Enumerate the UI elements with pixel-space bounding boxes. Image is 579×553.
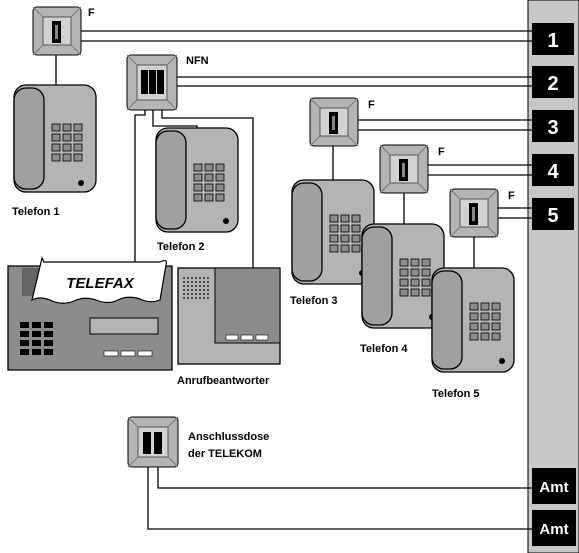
port-3: 3 [532, 110, 574, 142]
amt-label-1: Amt [539, 479, 568, 496]
amt-port-2: Amt [532, 510, 576, 546]
port-4: 4 [532, 154, 574, 186]
telefon-2-device [155, 127, 239, 233]
socket-f1-label: F [88, 7, 95, 19]
telefon-1-label: Telefon 1 [12, 206, 59, 218]
telefon-4-device [361, 223, 445, 329]
port-5-label: 5 [547, 205, 558, 227]
telefon-5-device [431, 267, 515, 373]
anschlussdose-label-1: Anschlussdose [188, 431, 269, 443]
port-1: 1 [532, 23, 574, 55]
port-4-label: 4 [547, 161, 559, 183]
anrufbeantworter-label: Anrufbeantworter [177, 375, 270, 387]
socket-f3-label: F [368, 99, 375, 111]
telefax-device: TELEFAX [7, 256, 173, 371]
port-2: 2 [532, 66, 574, 98]
amt-label-2: Amt [539, 521, 568, 538]
socket-nfn-label: NFN [186, 55, 209, 67]
socket-f5 [449, 188, 499, 238]
telefon-3-device [291, 179, 375, 285]
amt-port-1: Amt [532, 468, 576, 504]
socket-f4 [379, 144, 429, 194]
port-1-label: 1 [547, 30, 558, 52]
telefon-4-label: Telefon 4 [360, 343, 408, 355]
socket-f4-label: F [438, 146, 445, 158]
socket-anschlussdose [127, 416, 179, 468]
socket-f3 [309, 97, 359, 147]
socket-nfn [126, 54, 178, 111]
anrufbeantworter-device [177, 267, 281, 365]
port-3-label: 3 [547, 117, 558, 139]
anschlussdose-label-2: der TELEKOM [188, 448, 262, 460]
telefon-5-label: Telefon 5 [432, 388, 479, 400]
socket-f5-label: F [508, 190, 515, 202]
telefon-1-device [13, 84, 97, 193]
port-5: 5 [532, 198, 574, 230]
telefon-3-label: Telefon 3 [290, 295, 337, 307]
telefax-paper-label: TELEFAX [66, 275, 135, 292]
telefon-2-label: Telefon 2 [157, 241, 204, 253]
socket-f1 [32, 6, 82, 56]
port-2-label: 2 [547, 73, 558, 95]
